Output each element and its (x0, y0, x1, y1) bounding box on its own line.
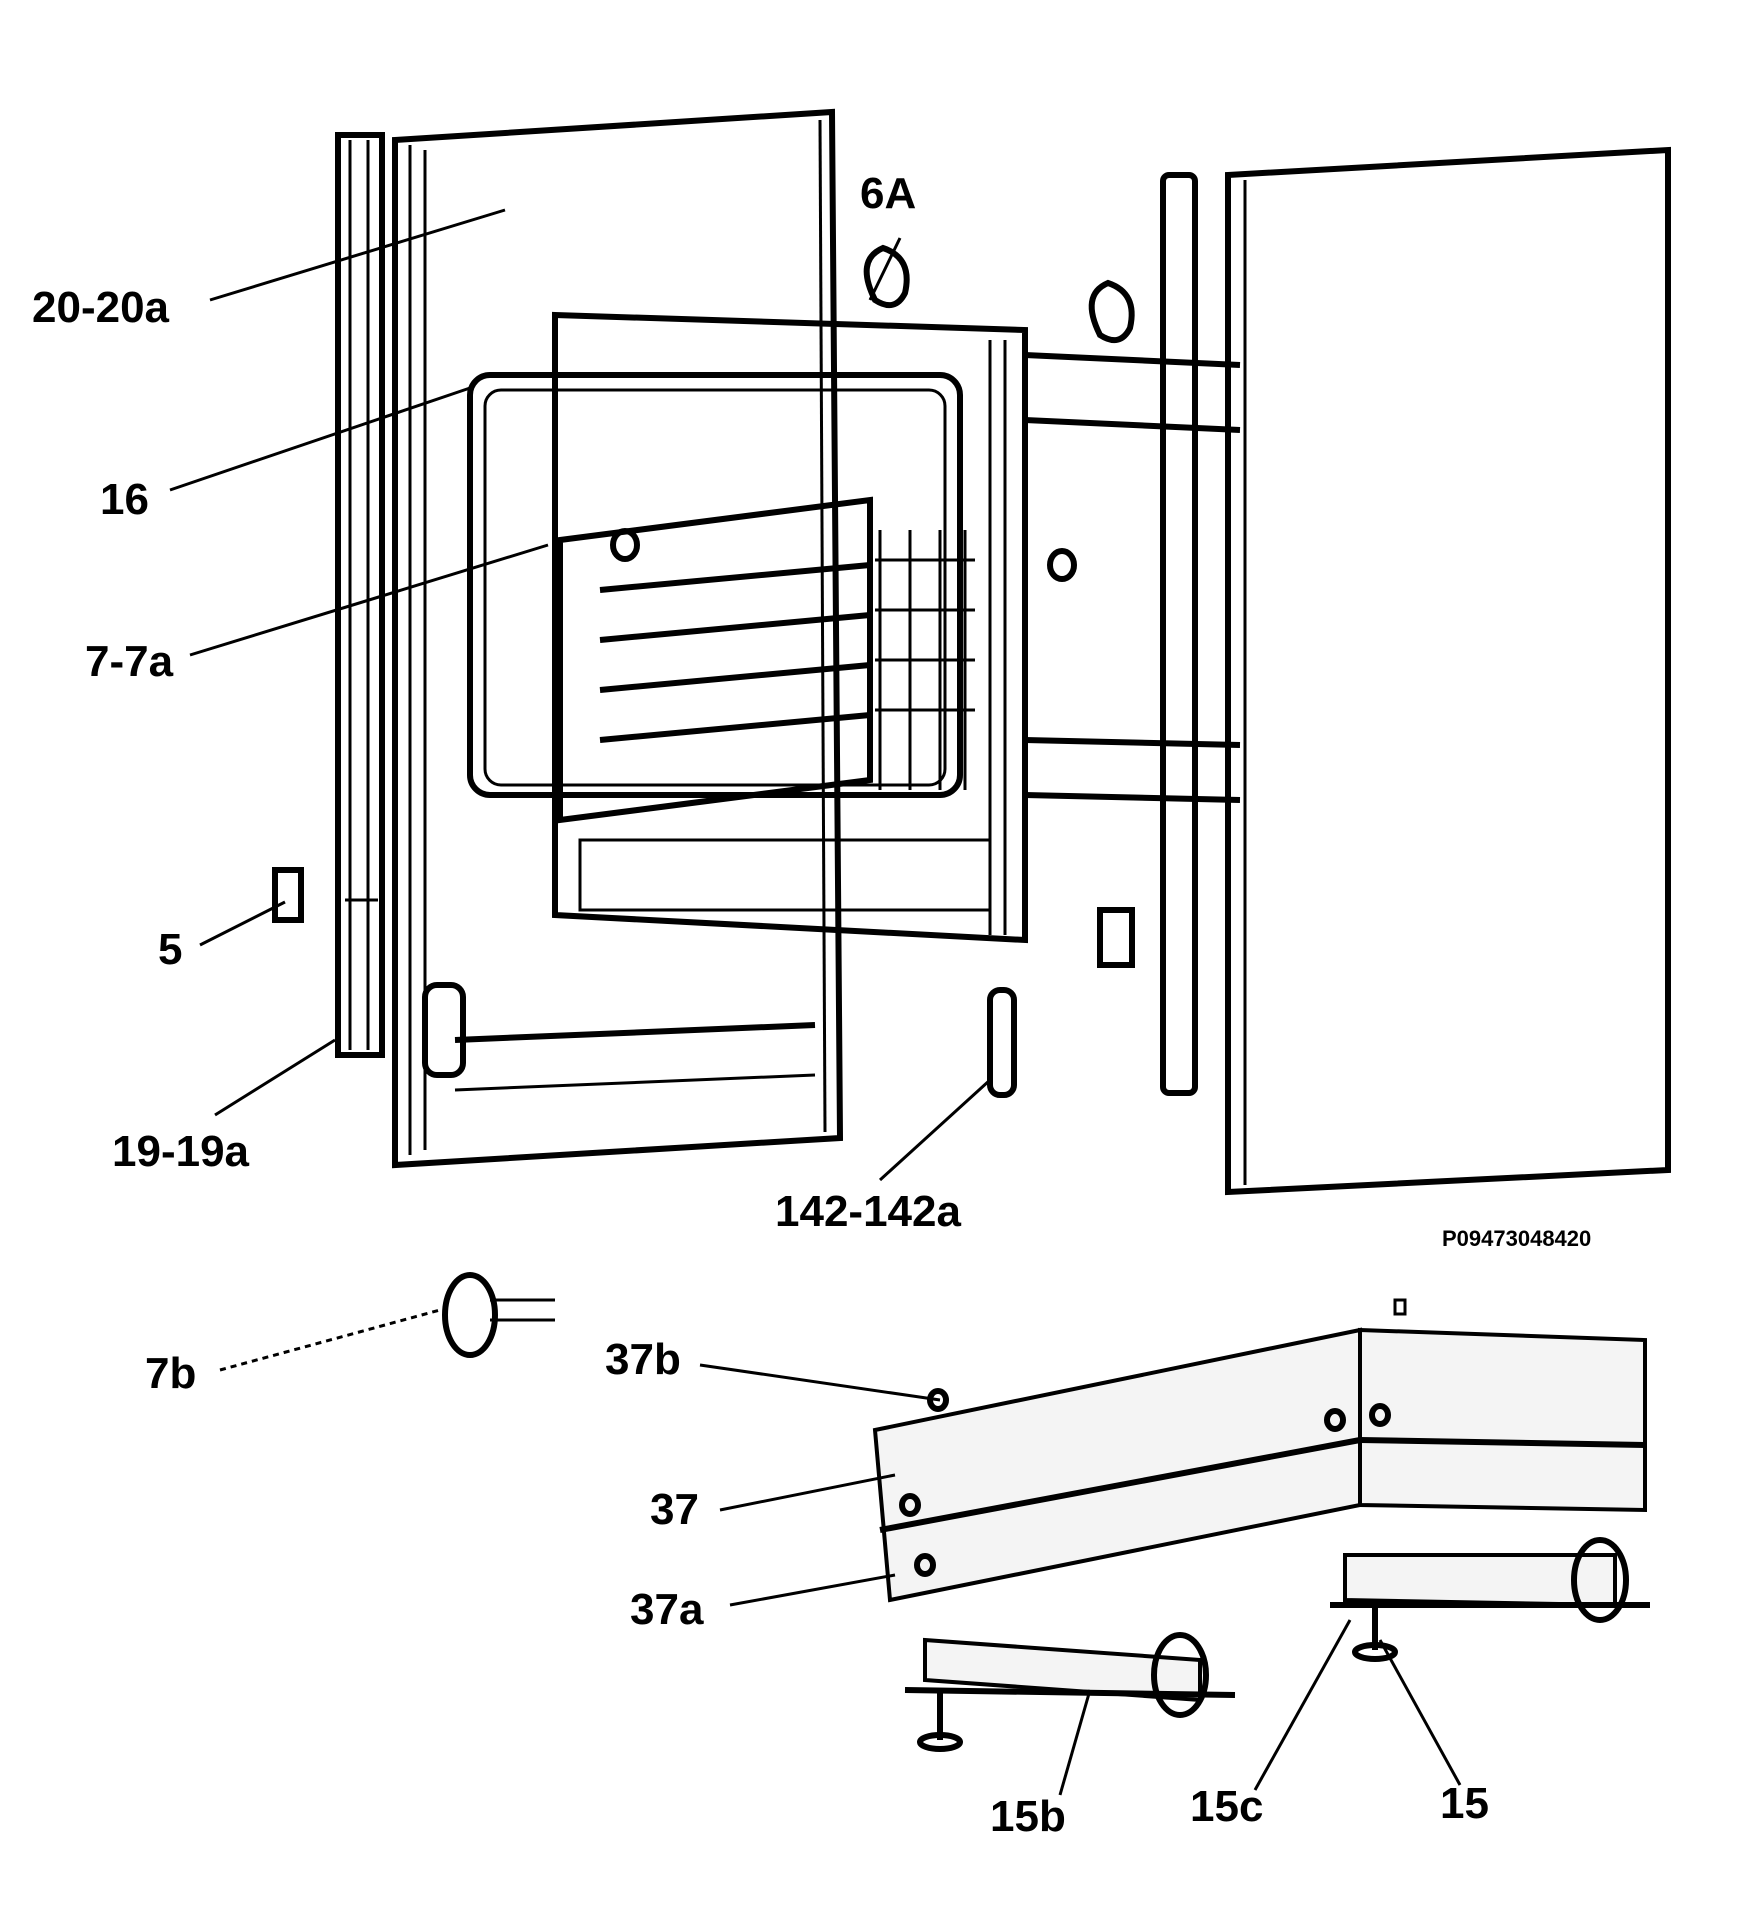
door-glass-pane (467, 372, 963, 798)
label-7b: 7b (145, 1349, 197, 1398)
door-clip-part (272, 867, 304, 923)
knob-part (442, 1272, 555, 1358)
leg-foot-right (1330, 1537, 1650, 1662)
label-6a: 6A (860, 169, 917, 218)
inner-door-frame (552, 311, 1028, 944)
right-outer-panel (1225, 146, 1671, 1196)
door-rails (1024, 352, 1241, 803)
label-37a: 37a (630, 1585, 704, 1634)
inner-grid-insert (557, 496, 1077, 824)
label-5: 5 (158, 925, 183, 974)
label-15b: 15b (990, 1792, 1066, 1841)
label-37b: 37b (605, 1335, 681, 1384)
label-15c: 15c (1190, 1782, 1264, 1831)
label-16: 16 (100, 475, 149, 524)
label-19-19a: 19-19a (112, 1127, 250, 1176)
door-seal-strip-right (1097, 172, 1198, 1096)
label-7-7a: 7-7a (85, 637, 174, 686)
outer-door-panel (392, 108, 844, 1169)
leg-foot-left (904, 1632, 1236, 1752)
door-handle-part (987, 987, 1017, 1098)
label-15: 15 (1440, 1779, 1489, 1828)
hinge-right (1088, 279, 1135, 344)
label-37: 37 (650, 1485, 699, 1534)
base-plinth (872, 1298, 1647, 1603)
label-142-142a: 142-142a (775, 1187, 961, 1236)
drawing-code: P09473048420 (1442, 1226, 1592, 1251)
label-20-20a: 20-20a (32, 283, 170, 332)
leader-lines (169, 208, 1462, 1796)
door-seal-strip-left (335, 132, 385, 1058)
hinge-left-6a (863, 244, 910, 309)
